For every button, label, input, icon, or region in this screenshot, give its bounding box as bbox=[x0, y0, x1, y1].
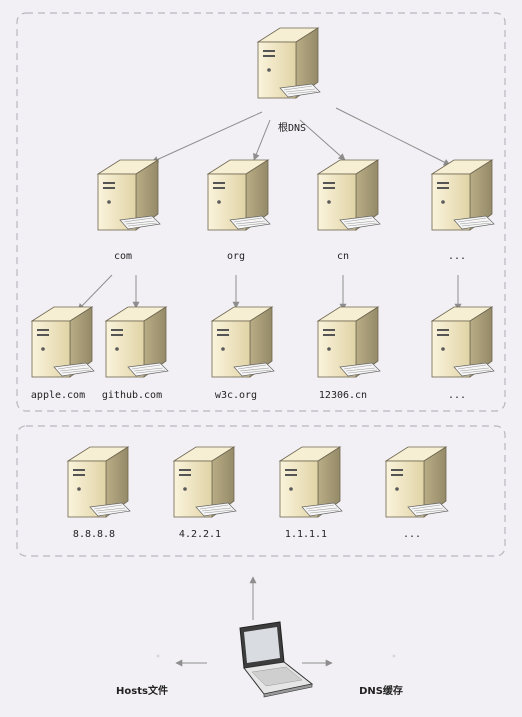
public-resolvers-box bbox=[16, 425, 506, 557]
tld-label-more: ... bbox=[448, 251, 466, 262]
hosts-dot-icon bbox=[156, 654, 160, 658]
tld-label-com: com bbox=[114, 251, 132, 262]
domain-github-server-icon bbox=[105, 306, 169, 378]
edge-root-com bbox=[151, 111, 263, 163]
domain-label-apple: apple.com bbox=[31, 390, 85, 401]
tld-label-org: org bbox=[227, 251, 245, 262]
domain-apple-server-icon bbox=[31, 306, 95, 378]
dns-cache-label: DNS缓存 bbox=[359, 684, 403, 697]
domain-label-w3c: w3c.org bbox=[215, 390, 257, 401]
resolver-4221-server-icon bbox=[173, 446, 237, 518]
laptop-client-icon bbox=[239, 621, 313, 698]
tld-cn-server-icon bbox=[317, 159, 381, 231]
tld-org-server-icon bbox=[207, 159, 271, 231]
resolver-label-4221: 4.2.2.1 bbox=[179, 529, 221, 540]
domain-label-github: github.com bbox=[102, 390, 162, 401]
tld-com-server-icon bbox=[97, 159, 161, 231]
resolver-1111-server-icon bbox=[279, 446, 343, 518]
edges bbox=[77, 107, 462, 667]
root-server-icon bbox=[257, 27, 321, 99]
edge-com-apple bbox=[77, 274, 113, 311]
hosts-file-label: Hosts文件 bbox=[116, 684, 168, 697]
tld-more-server-icon bbox=[431, 159, 495, 231]
resolver-label-more: ... bbox=[403, 529, 421, 540]
resolver-more-server-icon bbox=[385, 446, 449, 518]
dns-servers-box bbox=[16, 12, 506, 412]
root-label: 根DNS bbox=[278, 121, 306, 134]
edge-root-more bbox=[335, 107, 451, 166]
edge-root-org bbox=[253, 119, 271, 161]
cache-dot-icon bbox=[392, 654, 396, 658]
resolver-8888-server-icon bbox=[67, 446, 131, 518]
tld-label-cn: cn bbox=[337, 251, 349, 262]
edge-root-cn bbox=[299, 119, 346, 161]
domain-label-more: ... bbox=[448, 390, 466, 401]
domain-w3c-server-icon bbox=[211, 306, 275, 378]
domain-more-server-icon bbox=[431, 306, 495, 378]
resolver-label-8888: 8.8.8.8 bbox=[73, 529, 115, 540]
domain-label-12306: 12306.cn bbox=[319, 390, 367, 401]
resolver-label-1111: 1.1.1.1 bbox=[285, 529, 327, 540]
domain-12306-server-icon bbox=[317, 306, 381, 378]
